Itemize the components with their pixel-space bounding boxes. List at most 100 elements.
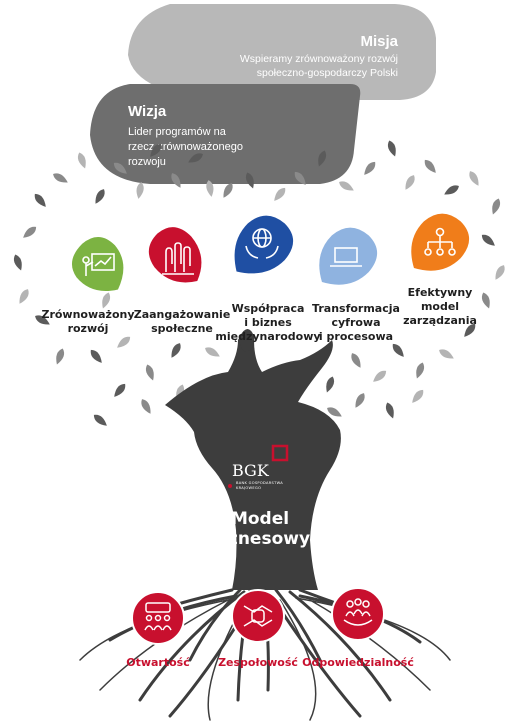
pillar-2-line-2: społeczne [151, 322, 213, 335]
raised-hands-icon [162, 242, 194, 275]
pillar-4-line-3: i procesowa [319, 330, 393, 343]
pillar-3-line-2: i biznes [244, 316, 292, 329]
vision-bubble: Wizja Lider programów na rzecz zrównoważ… [90, 84, 361, 184]
leaf [117, 336, 131, 348]
pillar-label-2: Zaangażowanie społeczne [134, 308, 231, 335]
trunk-label-line-2: biznesowy [210, 529, 310, 549]
value-2: Zespołowość [218, 589, 298, 669]
pillar-1-line-1: Zrównoważony [41, 308, 134, 321]
leaf [171, 343, 181, 358]
mission-line-1: Wspieramy zrównoważony rozwój [240, 53, 398, 65]
trunk-label-line-1: Model [231, 509, 289, 529]
logo-square [271, 444, 289, 462]
leaf [206, 180, 214, 197]
leaf [93, 414, 107, 426]
leaf [385, 402, 394, 419]
pillar-5-line-3: zarządzania [403, 314, 477, 327]
pillar-4 [319, 227, 378, 285]
leaf [223, 183, 233, 198]
leaf [188, 153, 203, 163]
bgk-logo: BGK BANK GOSPODARSTWA KRAJOWEGO [228, 444, 289, 490]
leaf [114, 383, 126, 397]
pillar-5-line-1: Efektywny [408, 286, 473, 299]
brand-subtitle-2: KRAJOWEGO [236, 486, 261, 490]
org-chart-icon [424, 227, 456, 256]
pillar-3 [234, 215, 294, 274]
pillar-3-line-3: międzynarodowy [215, 330, 320, 343]
leaf [373, 370, 387, 382]
laptop-icon [330, 247, 362, 267]
leaf [150, 143, 162, 157]
leaf [387, 140, 396, 157]
leaf [274, 187, 286, 201]
leaf [416, 362, 425, 379]
leaf [171, 173, 181, 188]
leaf [481, 234, 495, 246]
leaf [364, 161, 376, 175]
leaf [444, 185, 459, 195]
leaf [294, 171, 306, 185]
leaf [245, 172, 254, 189]
vision-line-3: rozwoju [128, 156, 166, 168]
leaf [327, 407, 342, 417]
leaf [481, 292, 490, 309]
leaf [355, 393, 365, 408]
leaf [318, 150, 327, 167]
pillar-5-line-2: model [421, 300, 459, 313]
leaf [90, 349, 102, 363]
leaf [424, 159, 436, 173]
leaf [53, 173, 68, 183]
leaf [35, 315, 50, 325]
leaf [34, 193, 46, 207]
vision-line-2: rzecz zrównoważonego [128, 141, 243, 153]
leaf [439, 349, 454, 359]
pillar-2 [148, 227, 202, 283]
globe-hands-icon [245, 228, 279, 259]
leaf [56, 348, 65, 365]
value-1-label: Otwartość [126, 656, 190, 669]
pillar-1-line-2: rozwój [68, 322, 109, 335]
pillar-label-5: Efektywny model zarządzania [403, 286, 477, 327]
vision-title: Wizja [128, 103, 167, 120]
leaf [392, 343, 404, 357]
presentation-growth-icon [82, 253, 115, 276]
pillar-5 [411, 213, 470, 271]
pillar-4-line-2: cyfrowa [331, 316, 380, 329]
leaf [19, 289, 29, 304]
group-meeting-icon [144, 602, 172, 631]
leaf [23, 226, 37, 238]
logo-dot [228, 484, 232, 488]
brand-name: BGK [232, 461, 270, 480]
leaf [492, 198, 501, 215]
pillar-label-4: Transformacja cyfrowa i procesowa [312, 302, 400, 343]
leaf [339, 181, 354, 191]
leaf [145, 364, 154, 381]
value-1: Otwartość [126, 591, 190, 669]
pillar-label-1: Zrównoważony rozwój [41, 308, 134, 335]
pillar-2-line-1: Zaangażowanie [134, 308, 231, 321]
pillar-3-line-1: Współpraca [232, 302, 305, 315]
leaf [412, 389, 424, 403]
leaf [95, 189, 105, 204]
mission-title: Misja [360, 33, 398, 50]
foliage [13, 140, 505, 426]
value-3: Odpowiedzialność [302, 587, 414, 669]
pillar-1 [71, 237, 124, 292]
leaf [469, 171, 479, 186]
leaf [77, 152, 86, 169]
leaf [205, 347, 220, 357]
brand-subtitle-1: BANK GOSPODARSTWA [236, 481, 283, 485]
pillar-4-line-1: Transformacja [312, 302, 400, 315]
leaf [113, 162, 127, 174]
mission-line-2: społeczno-gospodarczy Polski [257, 67, 398, 79]
value-2-label: Zespołowość [218, 656, 298, 669]
mission-bubble: Misja Wspieramy zrównoważony rozwój społ… [128, 4, 436, 100]
pillar-label-3: Współpraca i biznes międzynarodowy [215, 302, 320, 343]
leaf [141, 399, 151, 414]
leaf [326, 376, 335, 393]
leaf [13, 254, 22, 271]
leaf [464, 323, 476, 337]
leaf [351, 353, 361, 368]
vision-line-1: Lider programów na [128, 126, 227, 138]
